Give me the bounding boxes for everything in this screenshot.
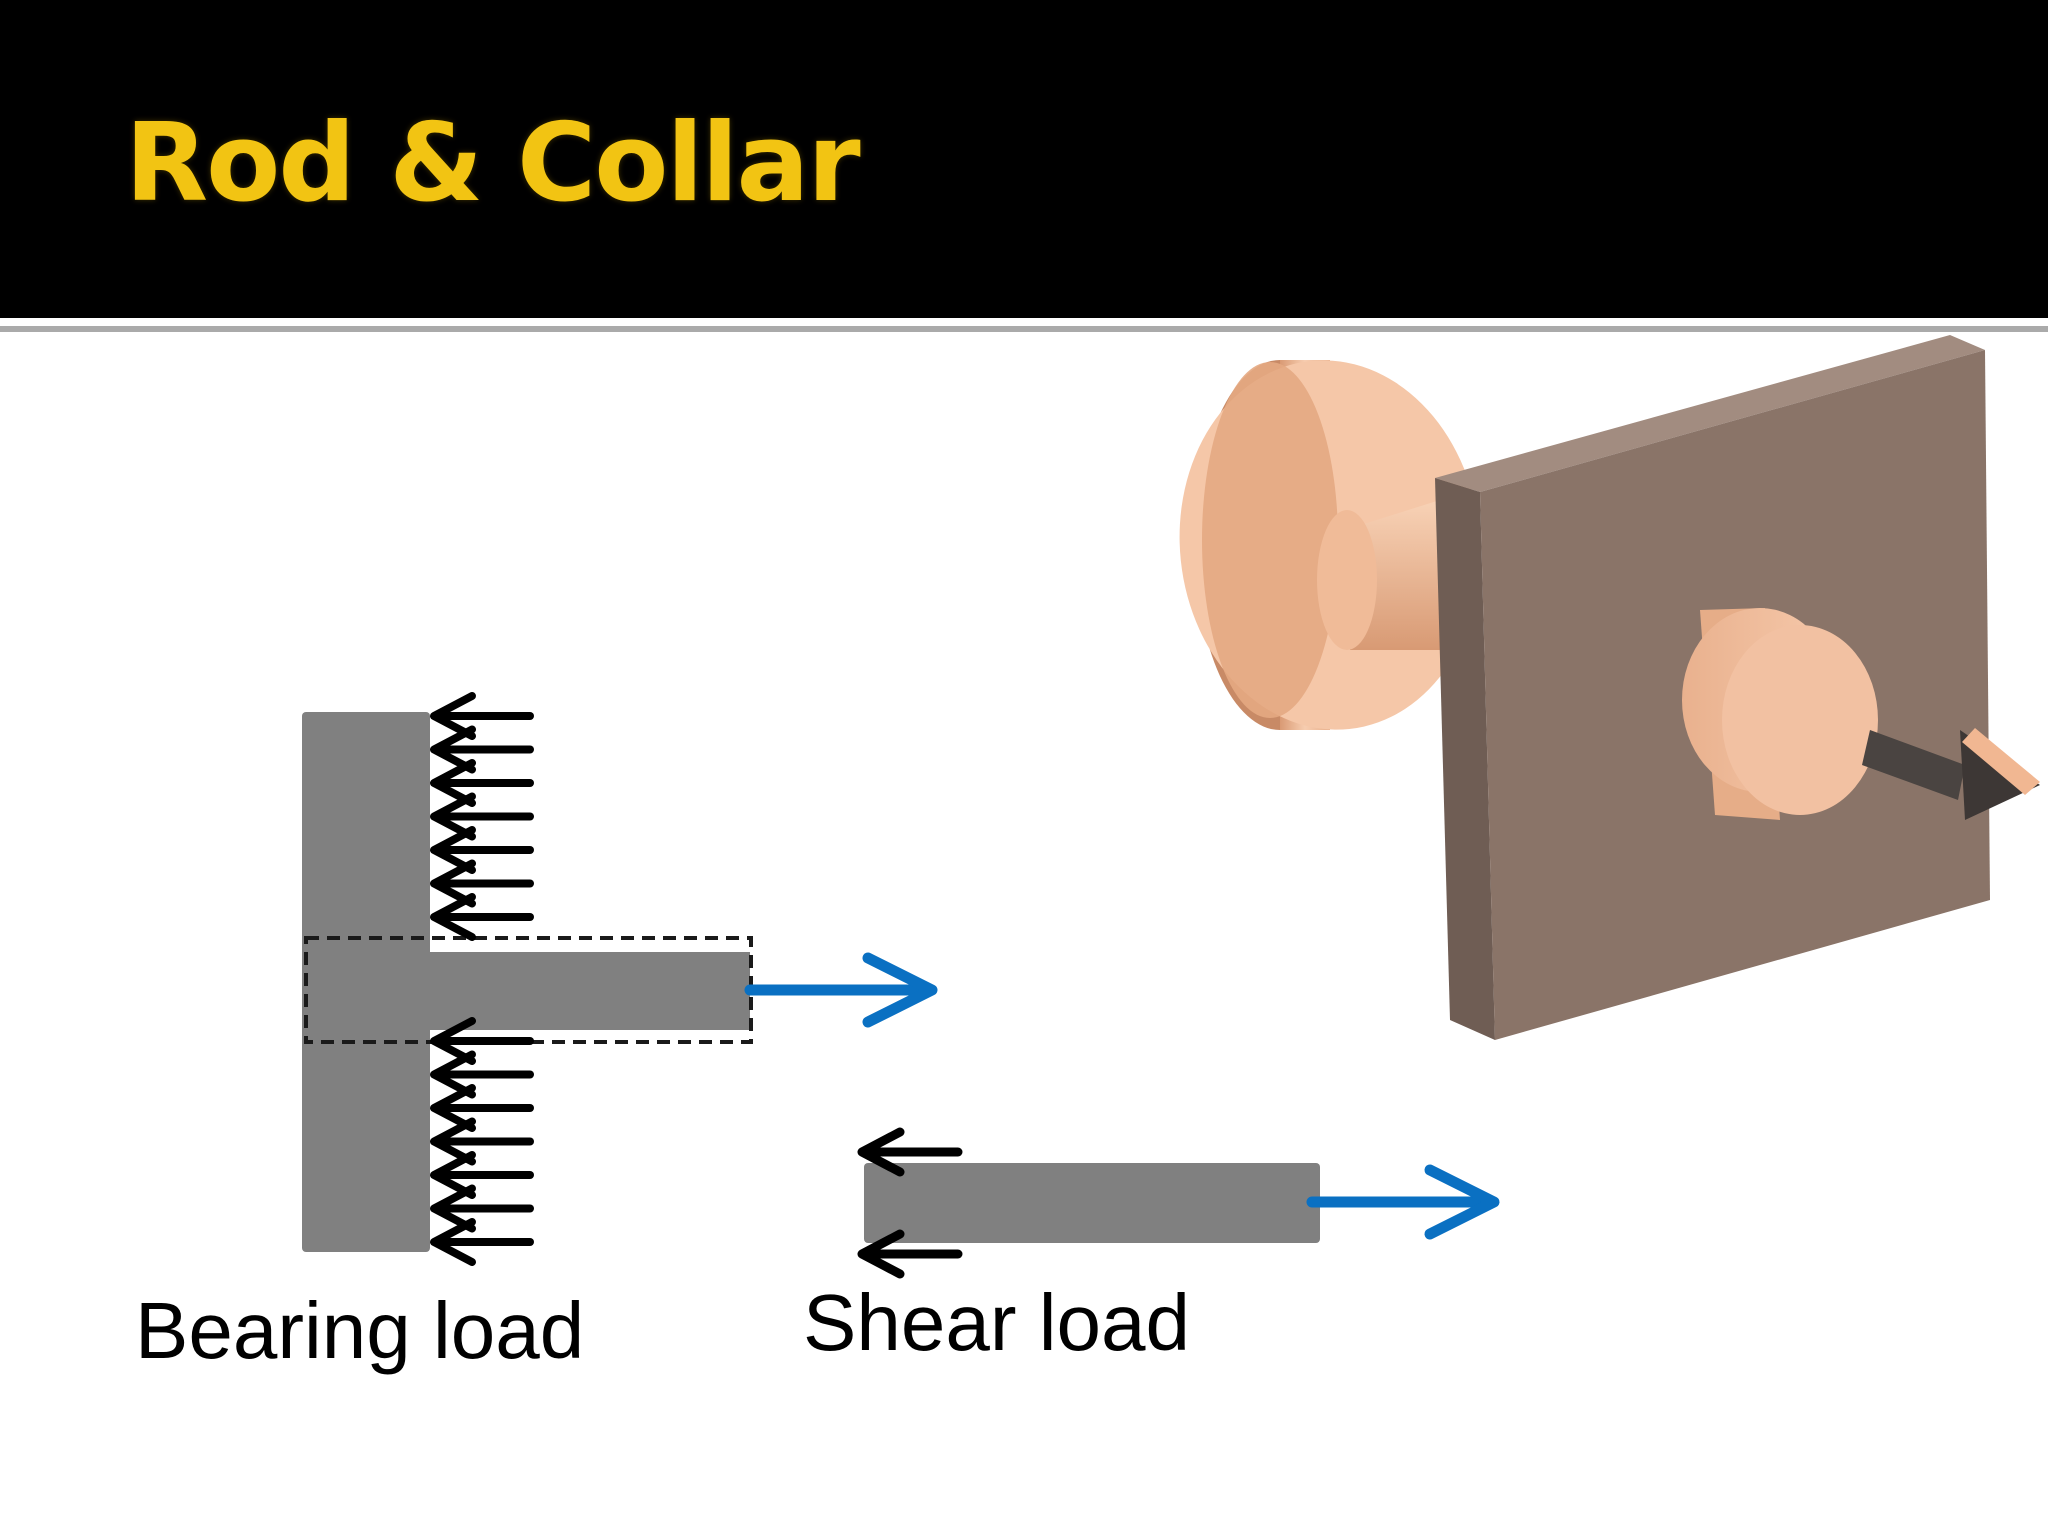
lower-reaction-arrow-4 [430, 1117, 534, 1166]
upper-reaction-arrows [430, 692, 534, 941]
title-separator-gap [0, 318, 2048, 326]
slide-title: Rod & Collar [125, 101, 861, 226]
upper-reaction-arrow-1 [430, 692, 534, 740]
title-bar: Rod & Collar [0, 0, 2048, 318]
lower-reaction-arrow-7 [430, 1218, 534, 1266]
shear-applied-load-arrow [1306, 1164, 1500, 1240]
upper-reaction-arrow-7 [430, 893, 534, 941]
rod-segment [864, 1163, 1320, 1243]
rod-shaft [1317, 500, 1445, 650]
upper-reaction-arrow-6 [430, 859, 534, 908]
lower-reaction-arrow-6 [430, 1184, 534, 1233]
cut-boundary-dashed [304, 936, 753, 1044]
upper-reaction-arrow-3 [430, 759, 534, 807]
shear-reaction-arrows [857, 1127, 963, 1279]
pull-arrow-3d [1862, 728, 2040, 820]
shear-arrow-top [857, 1127, 963, 1177]
shear-load-diagram: Shear load [803, 1127, 1500, 1367]
rod-stub [1682, 608, 1878, 820]
lower-reaction-arrows [430, 1017, 534, 1266]
applied-load-arrow [744, 952, 938, 1028]
rod-collar-3d-illustration [1179, 335, 2040, 1040]
title-separator-line [0, 326, 2048, 332]
lower-reaction-arrow-1 [430, 1017, 534, 1065]
upper-reaction-arrow-5 [430, 826, 534, 874]
shear-arrow-bottom [857, 1229, 963, 1279]
lower-reaction-arrow-3 [430, 1084, 534, 1132]
lower-reaction-arrow-2 [430, 1050, 534, 1099]
upper-reaction-arrow-4 [430, 792, 534, 841]
shear-load-caption: Shear load [803, 1278, 1190, 1367]
rod-section [318, 952, 750, 1030]
bearing-load-diagram: Bearing load [135, 692, 938, 1375]
upper-reaction-arrow-2 [430, 725, 534, 774]
lower-reaction-arrow-5 [430, 1151, 534, 1199]
bearing-load-caption: Bearing load [135, 1286, 584, 1375]
